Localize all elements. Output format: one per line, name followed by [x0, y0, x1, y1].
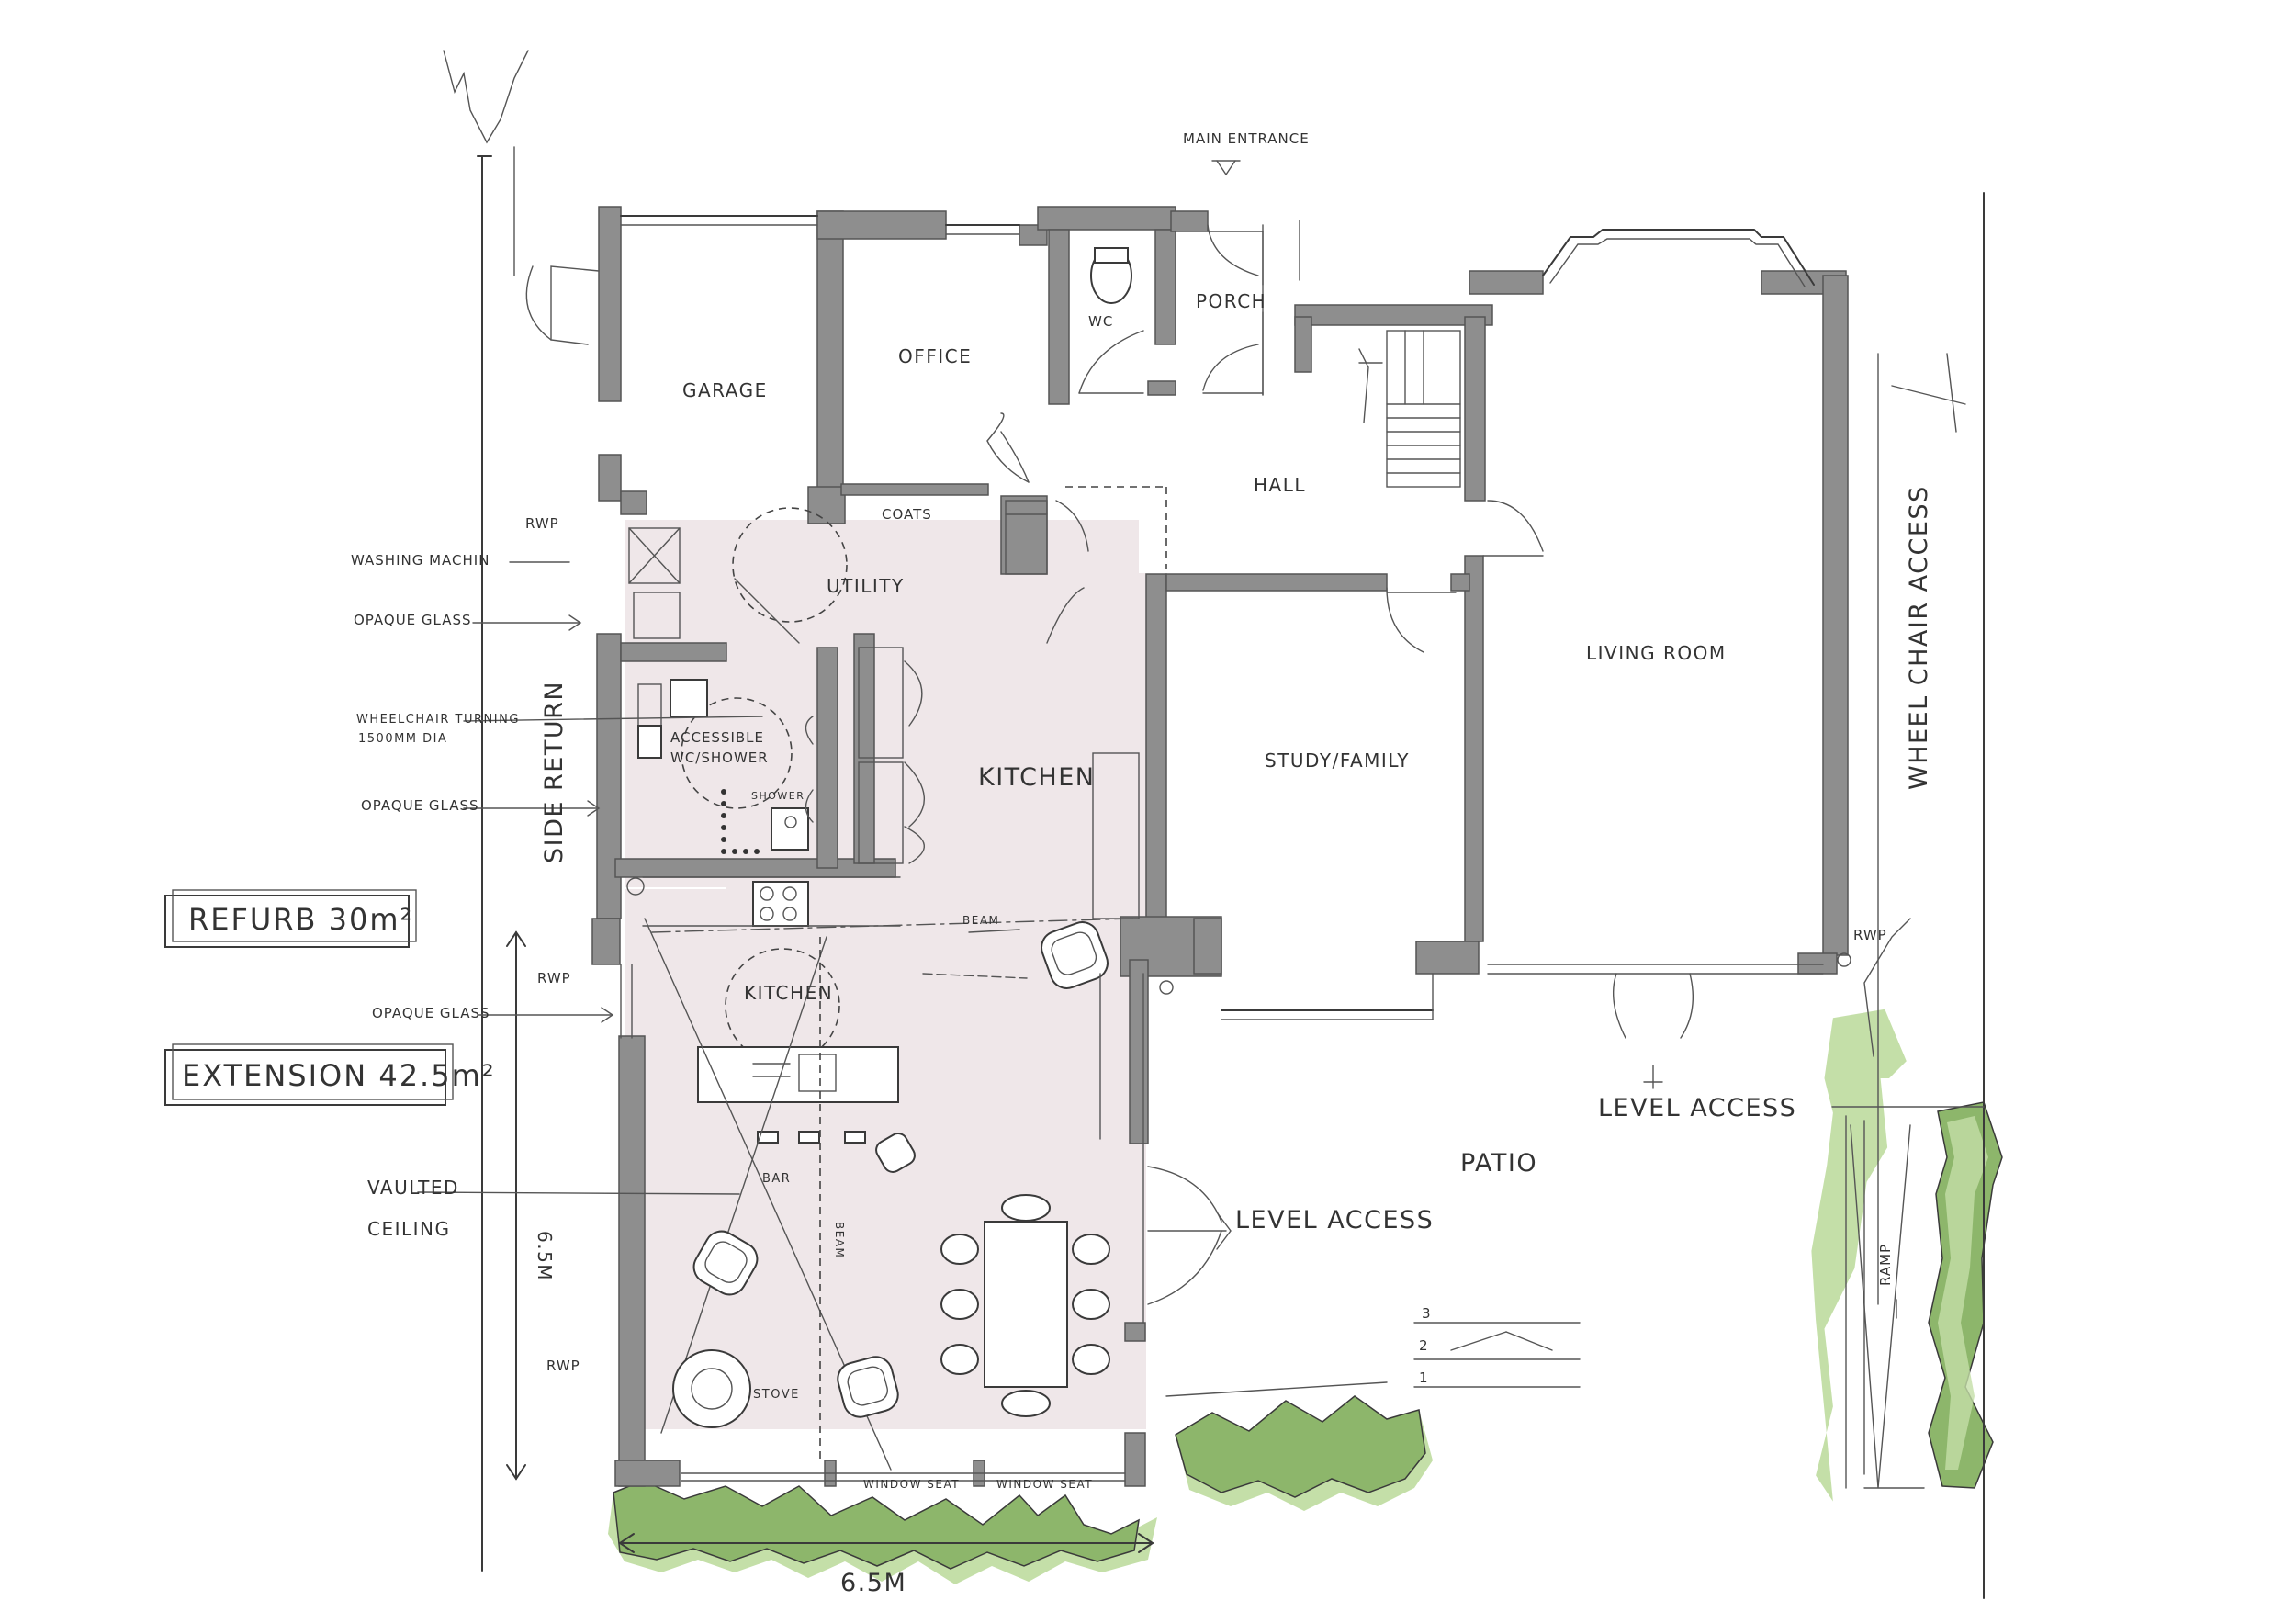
wall-segment: [598, 454, 622, 502]
label-ramp: RAMP: [1877, 1244, 1894, 1286]
room-label-kitchen-upper: KITCHEN: [978, 763, 1096, 792]
dining-table: [984, 1221, 1068, 1388]
label-wheelchair-turning-2: 1500MM DIA: [358, 732, 447, 746]
label-step-3: 3: [1422, 1305, 1432, 1322]
label-window-seat: WINDOW SEAT: [863, 1478, 960, 1491]
area-boxes: [164, 889, 454, 1106]
room-label-office: OFFICE: [898, 345, 972, 367]
site-boundaries: [443, 50, 1985, 1599]
leader-lines: [417, 561, 1028, 1195]
label-step-2: 2: [1419, 1337, 1429, 1354]
staircase: [1358, 330, 1461, 488]
walls: [591, 206, 1849, 1487]
armchair: [837, 1356, 899, 1418]
stove-icon: [672, 1349, 751, 1428]
label-vaulted: VAULTED: [367, 1177, 459, 1199]
dimension-width: 6.5M: [840, 1569, 906, 1597]
label-wheelchair-turning-1: WHEELCHAIR TURNING: [356, 713, 520, 727]
label-beam: BEAM: [962, 914, 999, 927]
room-label-garage: GARAGE: [682, 379, 768, 401]
label-opaque-glass-3: OPAQUE GLASS: [372, 1005, 490, 1021]
room-label-wc: WC: [1088, 313, 1113, 330]
label-bar: BAR: [762, 1172, 791, 1186]
label-opaque-glass-1: OPAQUE GLASS: [354, 612, 472, 628]
wall-segment: [598, 206, 622, 402]
room-label-study: STUDY/FAMILY: [1265, 750, 1410, 772]
room-label-utility: UTILITY: [827, 575, 905, 597]
grab-rail-dots: [721, 789, 760, 854]
armchair: [1041, 921, 1109, 989]
label-level-access: LEVEL ACCESS: [1235, 1206, 1434, 1234]
label-extension-area: EXTENSION 42.5m²: [182, 1058, 496, 1093]
room-label-wc-shower: WC/SHOWER: [670, 750, 769, 766]
room-label-kitchen-lower: KITCHEN: [744, 982, 833, 1004]
label-rwp: RWP: [537, 970, 571, 986]
label-main-entrance: MAIN ENTRANCE: [1183, 130, 1310, 147]
room-label-accessible: ACCESSIBLE: [670, 729, 764, 746]
fine-lines: [513, 146, 1911, 1489]
hob-icon: [752, 881, 809, 927]
label-wheelchair-access: WHEEL CHAIR ACCESS: [1905, 485, 1933, 790]
label-step-1: 1: [1419, 1369, 1429, 1386]
room-label-patio: PATIO: [1460, 1149, 1537, 1178]
dimension-lines: [506, 930, 1154, 1553]
room-label-shower: SHOWER: [751, 790, 805, 802]
room-label-coats: COATS: [882, 506, 932, 523]
armchair: [692, 1230, 759, 1296]
label-beam: BEAM: [833, 1222, 846, 1258]
label-refurb-area: REFURB 30m²: [188, 902, 413, 937]
label-level-access: LEVEL ACCESS: [1598, 1094, 1796, 1122]
label-rwp: RWP: [1853, 927, 1887, 943]
bar-chair: [875, 1133, 916, 1173]
label-rwp: RWP: [546, 1358, 580, 1374]
label-washing-machine: WASHING MACHIN: [351, 552, 490, 569]
label-ceiling: CEILING: [367, 1218, 451, 1240]
label-side-return: SIDE RETURN: [540, 681, 568, 863]
dimension-depth: 6.5M: [534, 1231, 556, 1281]
label-opaque-glass-2: OPAQUE GLASS: [361, 797, 479, 814]
label-rwp: RWP: [525, 515, 559, 532]
room-label-hall: HALL: [1254, 474, 1306, 496]
cistern: [1094, 247, 1129, 264]
labels: GARAGE OFFICE WC PORCH HALL COATS UTILIT…: [182, 130, 1933, 1597]
kitchen-island: [697, 1046, 899, 1103]
shower-tray-icon: [771, 807, 809, 851]
label-window-seat: WINDOW SEAT: [996, 1478, 1093, 1491]
room-label-porch: PORCH: [1196, 290, 1266, 312]
wc-pan-icon: [670, 679, 708, 717]
room-label-living: LIVING ROOM: [1586, 642, 1727, 664]
label-stove: STOVE: [753, 1388, 800, 1402]
